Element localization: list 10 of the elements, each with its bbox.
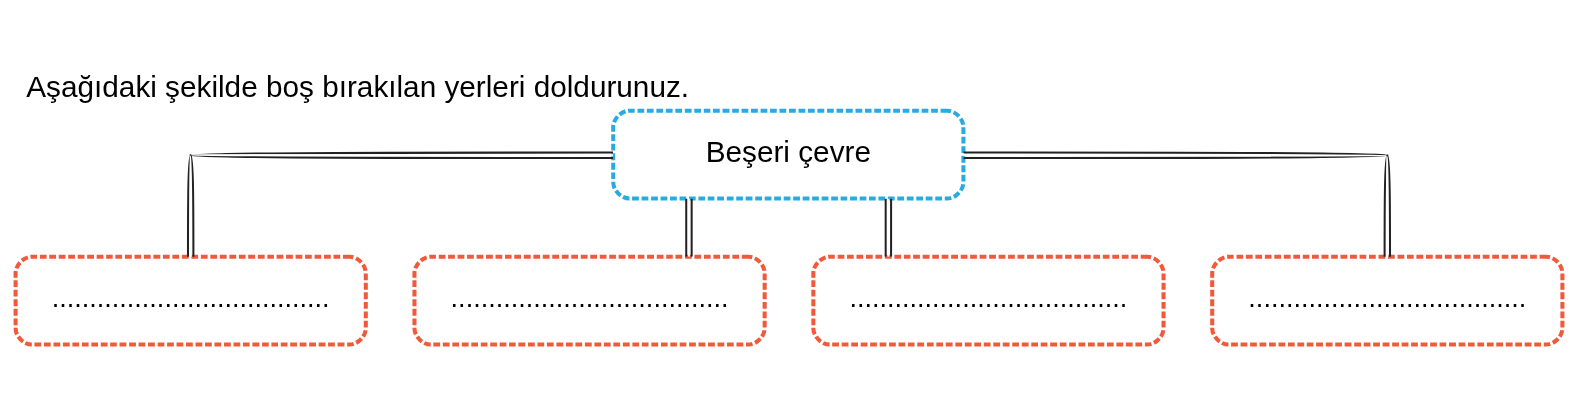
node-box: ..................................... bbox=[1210, 254, 1565, 347]
connector bbox=[685, 198, 693, 257]
node-box: Beşeri çevre bbox=[611, 108, 966, 201]
connector bbox=[884, 198, 893, 257]
node-box: ..................................... bbox=[811, 254, 1166, 347]
connector bbox=[963, 151, 1392, 257]
diagram-title: Aşağıdaki şekilde boş bırakılan yerleri doldurunuz. bbox=[26, 69, 690, 103]
node-box: ..................................... bbox=[13, 254, 368, 347]
connector bbox=[186, 151, 614, 257]
node-box: ..................................... bbox=[412, 254, 767, 347]
